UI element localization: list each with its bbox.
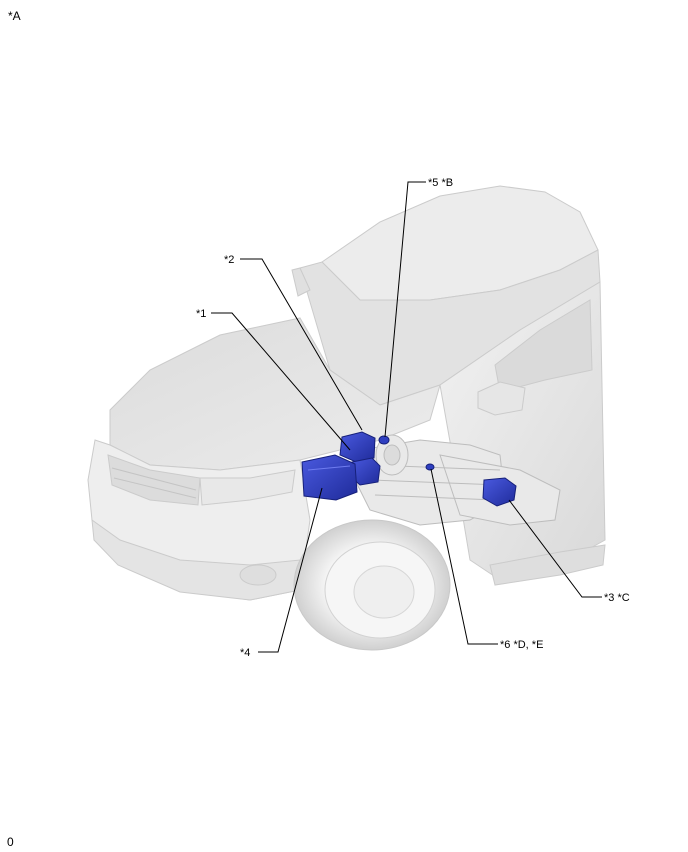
leader-line-4 [258,487,323,653]
vehicle-grille [107,454,201,506]
callout-4: *4 [240,647,250,659]
front-wheel [293,519,451,651]
view-label: *A [8,9,21,23]
leader-lines [211,181,602,653]
leader-line-6 [430,468,498,645]
page-number: 0 [7,835,14,849]
component-5 [378,435,390,445]
callout-3: *3 *C [604,592,630,604]
callout-1: *1 [196,308,206,320]
component-2 [339,431,376,463]
leader-line-1 [211,312,351,451]
leader-line-3 [508,499,602,598]
callout-labels: *1 *2 *5 *B *4 *6 *D, *E *3 *C [196,177,630,659]
leader-line-2 [240,258,363,431]
vehicle-side-mirror [477,381,526,416]
callout-6: *6 *D, *E [500,639,543,651]
vehicle-headlight [199,469,296,506]
component-3 [482,477,517,507]
highlighted-components [301,431,517,507]
callout-5: *5 *B [428,177,453,189]
vehicle-silhouette [87,185,606,601]
leader-line-5 [384,181,426,438]
component-4 [301,454,358,501]
callout-2: *2 [224,254,234,266]
vehicle-fog-light [239,564,277,586]
component-6 [425,463,435,471]
vehicle-side-step [489,544,606,586]
